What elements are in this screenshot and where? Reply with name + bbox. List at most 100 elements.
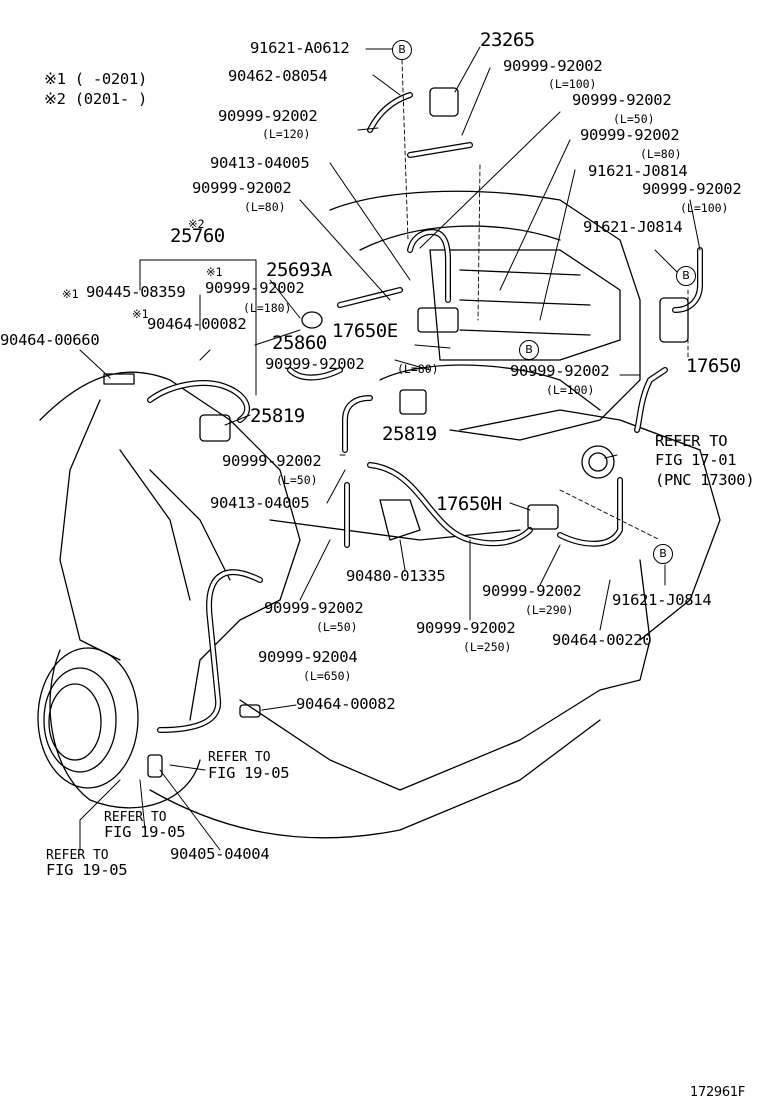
dashed-lines <box>401 59 689 541</box>
label-17650H: 17650H <box>436 493 502 515</box>
label-25760: 25760 <box>170 225 225 247</box>
label-90999-92002-l100c: 90999-92002 <box>510 362 610 380</box>
leader-lines <box>79 46 701 851</box>
oil-pan <box>149 719 601 839</box>
label-91621-J0814-c: 91621-J0814 <box>612 591 712 609</box>
tag-b-1: B <box>392 40 412 60</box>
label-17650E: 17650E <box>332 320 398 342</box>
label-25860: 25860 <box>272 332 327 354</box>
label-17650: 17650 <box>686 355 741 377</box>
hose-l100c-inner <box>635 368 667 432</box>
label-90464-00660: 90464-00660 <box>0 331 100 349</box>
length-50c: (L=50) <box>316 620 358 634</box>
modulator-25860 <box>301 311 323 329</box>
label-90445-08359: 90445-08359 <box>86 283 186 301</box>
label-90999-92002-l290: 90999-92002 <box>482 582 582 600</box>
clip-90464-00082 <box>239 704 261 718</box>
label-90480-01335: 90480-01335 <box>346 567 446 585</box>
label-90999-92002-l100b: 90999-92002 <box>642 180 742 198</box>
length-80-mid: (L=80) <box>397 362 439 376</box>
intake <box>379 364 601 411</box>
tag-b-4: B <box>653 544 673 564</box>
vsv-17650 <box>659 297 689 343</box>
label-90999-92004: 90999-92004 <box>258 648 358 666</box>
hose-l650-inner <box>158 570 262 732</box>
engine-outline-lower <box>239 559 651 791</box>
block-ribs <box>119 449 231 601</box>
label-91621-J0814-a: 91621-J0814 <box>588 162 688 180</box>
refer-17-01-line1: REFER TO <box>655 432 728 450</box>
length-80a: (L=80) <box>640 147 682 161</box>
length-120: (L=120) <box>262 127 311 141</box>
crank-pulley-outer <box>37 647 139 789</box>
hose-l80-vert <box>407 229 451 303</box>
valve-cover <box>429 249 621 361</box>
length-50b: (L=50) <box>276 473 318 487</box>
label-90405-04004: 90405-04004 <box>170 845 270 863</box>
refer-19-05-c-line2: FIG 19-05 <box>46 861 128 879</box>
vsv-17650H <box>527 504 559 530</box>
hose-top-right-inner <box>408 143 472 157</box>
legend-note-1: ※1 ( -0201) <box>44 70 148 88</box>
label-23265: 23265 <box>480 29 535 51</box>
star-1-mark-b: ※1 <box>62 287 79 301</box>
cap-refer-17 <box>581 445 615 479</box>
vsv-25819a <box>199 414 231 442</box>
tag-b-2: B <box>676 266 696 286</box>
union-90405 <box>147 754 163 778</box>
intake-lower <box>269 519 521 541</box>
label-90999-92002-l80a: 90999-92002 <box>580 126 680 144</box>
label-90999-92002-l120: 90999-92002 <box>218 107 318 125</box>
manifold <box>459 409 721 641</box>
engine-top-inner <box>359 225 561 251</box>
length-650: (L=650) <box>303 669 352 683</box>
label-90999-92002-l80b: 90999-92002 <box>192 179 292 197</box>
vsv-17650E <box>417 307 459 333</box>
figure-id: 172961F <box>690 1085 746 1100</box>
refer-19-05-b-line2: FIG 19-05 <box>104 823 186 841</box>
length-250: (L=250) <box>463 640 512 654</box>
refer-19-05-a-line1: REFER TO <box>208 750 271 765</box>
hose-top-left-inner <box>368 93 412 132</box>
star-1-mark-c: ※1 <box>132 307 149 321</box>
label-90462-08054: 90462-08054 <box>228 67 328 85</box>
bracket-90464-00660 <box>103 373 135 385</box>
label-90999-92002-l50b: 90999-92002 <box>222 452 322 470</box>
crank-pulley-inner <box>48 683 102 761</box>
label-90464-00082-top: 90464-00082 <box>147 315 247 333</box>
block-side <box>59 399 121 661</box>
star-1-mark-a: ※1 <box>206 265 223 279</box>
engine-outline <box>39 371 301 721</box>
label-90999-92002-l50c: 90999-92002 <box>264 599 364 617</box>
label-90999-92002-top: 90999-92002 <box>503 57 603 75</box>
hose-left-loop-inner <box>148 381 249 422</box>
hose-l80-vert-inner <box>408 230 450 302</box>
cap-refer-17-inner <box>588 452 608 472</box>
label-90413-04005-top: 90413-04005 <box>210 154 310 172</box>
hose-l50-inner <box>343 396 372 452</box>
length-180: (L=180) <box>243 301 292 315</box>
label-91621-A0612: 91621-A0612 <box>250 39 350 57</box>
length-100-top: (L=100) <box>548 77 597 91</box>
engine-top <box>329 190 641 441</box>
label-90464-00220: 90464-00220 <box>552 631 652 649</box>
hose-right-inner <box>673 248 702 312</box>
label-25819-a: 25819 <box>250 405 305 427</box>
refer-19-05-c-line1: REFER TO <box>46 848 109 863</box>
hose-l290 <box>557 477 623 547</box>
refer-19-05-b-line1: REFER TO <box>104 810 167 825</box>
label-90464-00082-bot: 90464-00082 <box>296 695 396 713</box>
length-290: (L=290) <box>525 603 574 617</box>
label-90413-04005-mid: 90413-04005 <box>210 494 310 512</box>
label-25819-b: 25819 <box>382 423 437 445</box>
refer-17-01-line2: FIG 17-01 <box>655 451 737 469</box>
length-80b: (L=80) <box>244 200 286 214</box>
hose-l290-inner <box>558 478 622 546</box>
refer-19-05-a-line2: FIG 19-05 <box>208 764 290 782</box>
star-2-mark: ※2 <box>188 217 205 231</box>
label-25693A: 25693A <box>266 259 332 281</box>
label-90999-92002-mid: 90999-92002 <box>265 355 365 373</box>
vsv-25819b <box>399 389 427 415</box>
